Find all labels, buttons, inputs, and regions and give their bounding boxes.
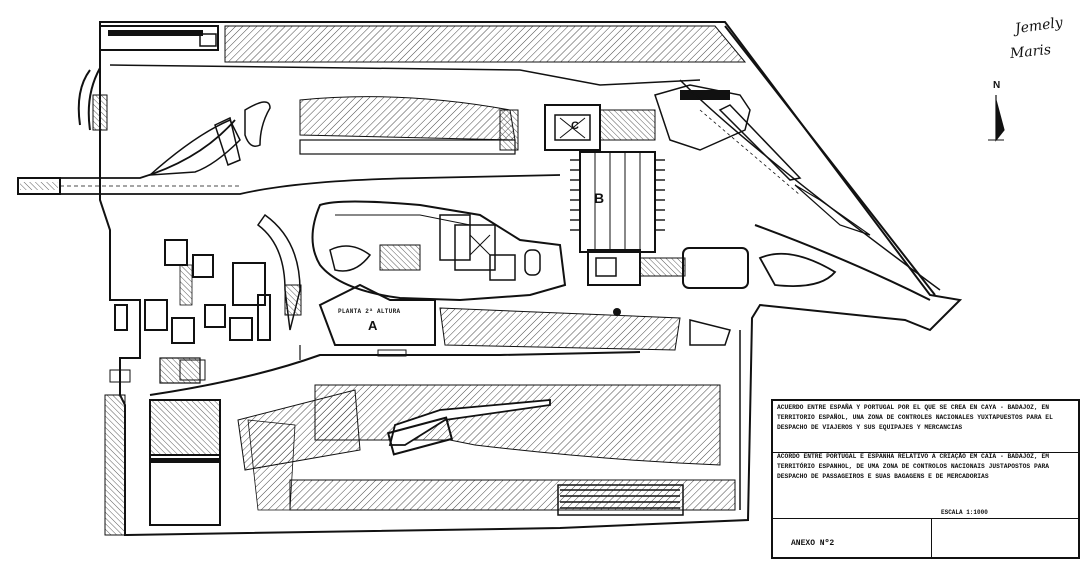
area-label-c: C	[571, 120, 579, 132]
top-left-building	[99, 25, 219, 51]
north-arrow	[995, 95, 1005, 142]
annex-label: ANEXO Nº2	[791, 539, 835, 548]
legend-footer-row: ANEXO Nº2 ESCALA 1:1000	[773, 509, 1078, 557]
lower-left-building	[149, 399, 221, 456]
legend-divider	[931, 519, 932, 557]
planta-label: PLANTA 2ª ALTURA	[338, 308, 401, 315]
building-a	[318, 283, 436, 346]
title-legend-box: ACUERDO ENTRE ESPAÑA Y PORTUGAL POR EL Q…	[771, 399, 1080, 559]
north-label: N	[993, 80, 1001, 91]
site-boundary	[99, 21, 963, 537]
area-label-b: B	[594, 190, 605, 206]
canopy-b	[579, 151, 656, 253]
legend-spanish-text: ACUERDO ENTRE ESPAÑA Y PORTUGAL POR EL Q…	[773, 401, 1078, 453]
scale-label: ESCALA 1:1000	[941, 509, 988, 516]
parking-top	[224, 25, 747, 63]
legend-portuguese-text: ACORDO ENTRE PORTUGAL E ESPANHA RELATIVO…	[777, 453, 1050, 480]
area-label-a: A	[368, 318, 378, 333]
central-island	[311, 200, 567, 302]
